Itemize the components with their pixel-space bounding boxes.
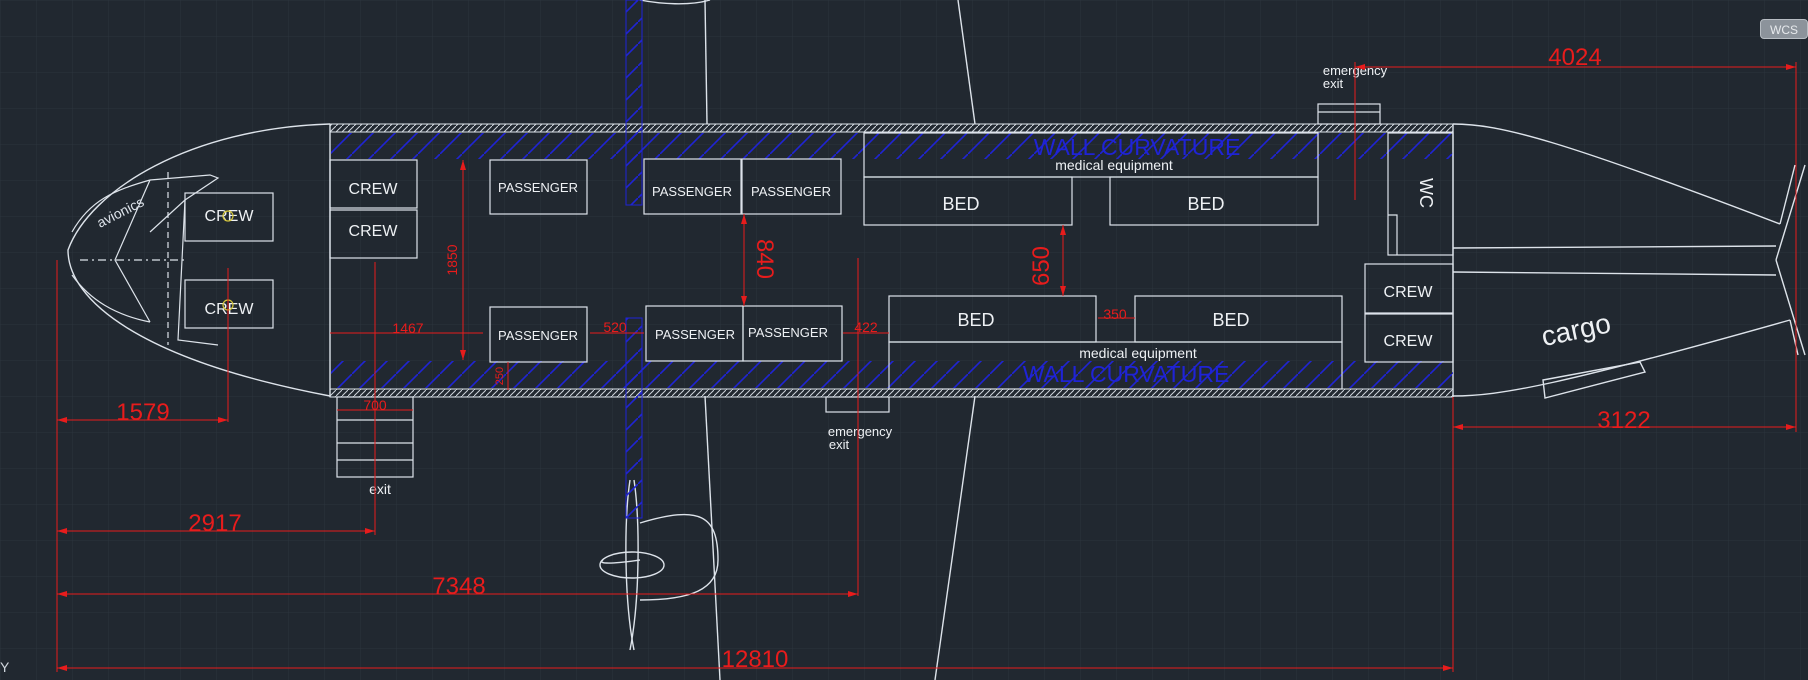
passenger-seat[interactable] <box>742 305 843 362</box>
seat-marker <box>222 210 234 222</box>
emergency-exit-label-bottom: emergency <box>828 424 893 439</box>
cockpit-crew-seat-right[interactable] <box>184 279 274 329</box>
dim-3122: 3122 <box>1597 407 1650 434</box>
cockpit-crew-label: CREW <box>205 208 255 225</box>
emergency-exit-label-bottom-2: exit <box>829 437 850 452</box>
crew-seat-label: CREW <box>1384 284 1434 301</box>
cockpit-details <box>71 172 220 346</box>
crew-seat-label: CREW <box>349 223 399 240</box>
dimension-lines <box>56 62 1797 672</box>
wc-label: WC <box>1416 178 1436 208</box>
dim-2917: 2917 <box>188 510 241 537</box>
wall-curvature-label-bottom: WALL CURVATURE <box>1023 361 1230 387</box>
emergency-exit-label-top-2: exit <box>1323 76 1344 91</box>
dim-250: 250 <box>494 367 506 385</box>
cockpit-crew-seat-left[interactable] <box>184 192 274 242</box>
wall-curvature-zones <box>331 0 1453 519</box>
medical-module-bottom <box>888 295 1343 390</box>
medical-equipment-label-top: medical equipment <box>1055 157 1173 173</box>
dim-350: 350 <box>1103 306 1127 322</box>
passenger-seat-label: PASSENGER <box>498 180 578 195</box>
dim-4024: 4024 <box>1548 44 1601 71</box>
emergency-exit-top[interactable] <box>1317 103 1381 125</box>
dim-700: 700 <box>363 397 387 413</box>
dim-422: 422 <box>854 319 878 335</box>
crew-seat[interactable] <box>329 159 418 209</box>
fuselage-outline <box>67 0 1806 680</box>
passenger-seat[interactable] <box>643 158 742 215</box>
passenger-seat[interactable] <box>489 159 588 215</box>
bed-label: BED <box>957 310 994 330</box>
crew-seat-label: CREW <box>349 181 399 198</box>
medical-module-top <box>863 132 1319 226</box>
crew-seat-rear[interactable] <box>1364 313 1454 363</box>
medical-equipment-label-bottom: medical equipment <box>1079 345 1197 361</box>
bed[interactable] <box>1109 176 1319 226</box>
passenger-seat-label: PASSENGER <box>498 328 578 343</box>
exit-label: exit <box>369 481 391 497</box>
dim-7348: 7348 <box>432 573 485 600</box>
crew-seat[interactable] <box>329 209 418 259</box>
passenger-seats: PASSENGER PASSENGER PASSENGER PASSENGER … <box>489 158 843 363</box>
dim-1850: 1850 <box>444 244 460 275</box>
dim-1467: 1467 <box>392 320 423 336</box>
wc-compartment[interactable] <box>1387 132 1454 256</box>
passenger-seat-label: PASSENGER <box>748 325 828 340</box>
lavatory <box>1387 132 1454 256</box>
dim-840: 840 <box>751 239 778 279</box>
dim-650: 650 <box>1028 246 1055 286</box>
bed-label: BED <box>942 194 979 214</box>
passenger-seat-label: PASSENGER <box>652 184 732 199</box>
wcs-badge[interactable]: WCS <box>1760 19 1808 39</box>
ucs-axis-label: Y <box>0 659 10 675</box>
wall-curvature-label-top: WALL CURVATURE <box>1034 134 1241 160</box>
bed[interactable] <box>863 176 1073 226</box>
dimension-arrows <box>57 64 1796 671</box>
crew-seat-rear[interactable] <box>1364 263 1454 314</box>
dim-1579: 1579 <box>116 399 169 426</box>
passenger-seat[interactable] <box>741 158 842 215</box>
bed-label: BED <box>1187 194 1224 214</box>
passenger-seat-label: PASSENGER <box>751 184 831 199</box>
dim-520: 520 <box>603 319 627 335</box>
crew-seat-label: CREW <box>1384 333 1434 350</box>
passenger-seat[interactable] <box>489 306 588 363</box>
bed-label: BED <box>1212 310 1249 330</box>
ucs-axis-indicator: Y <box>0 659 10 675</box>
passenger-seat-label: PASSENGER <box>655 327 735 342</box>
dim-12810: 12810 <box>722 646 789 673</box>
